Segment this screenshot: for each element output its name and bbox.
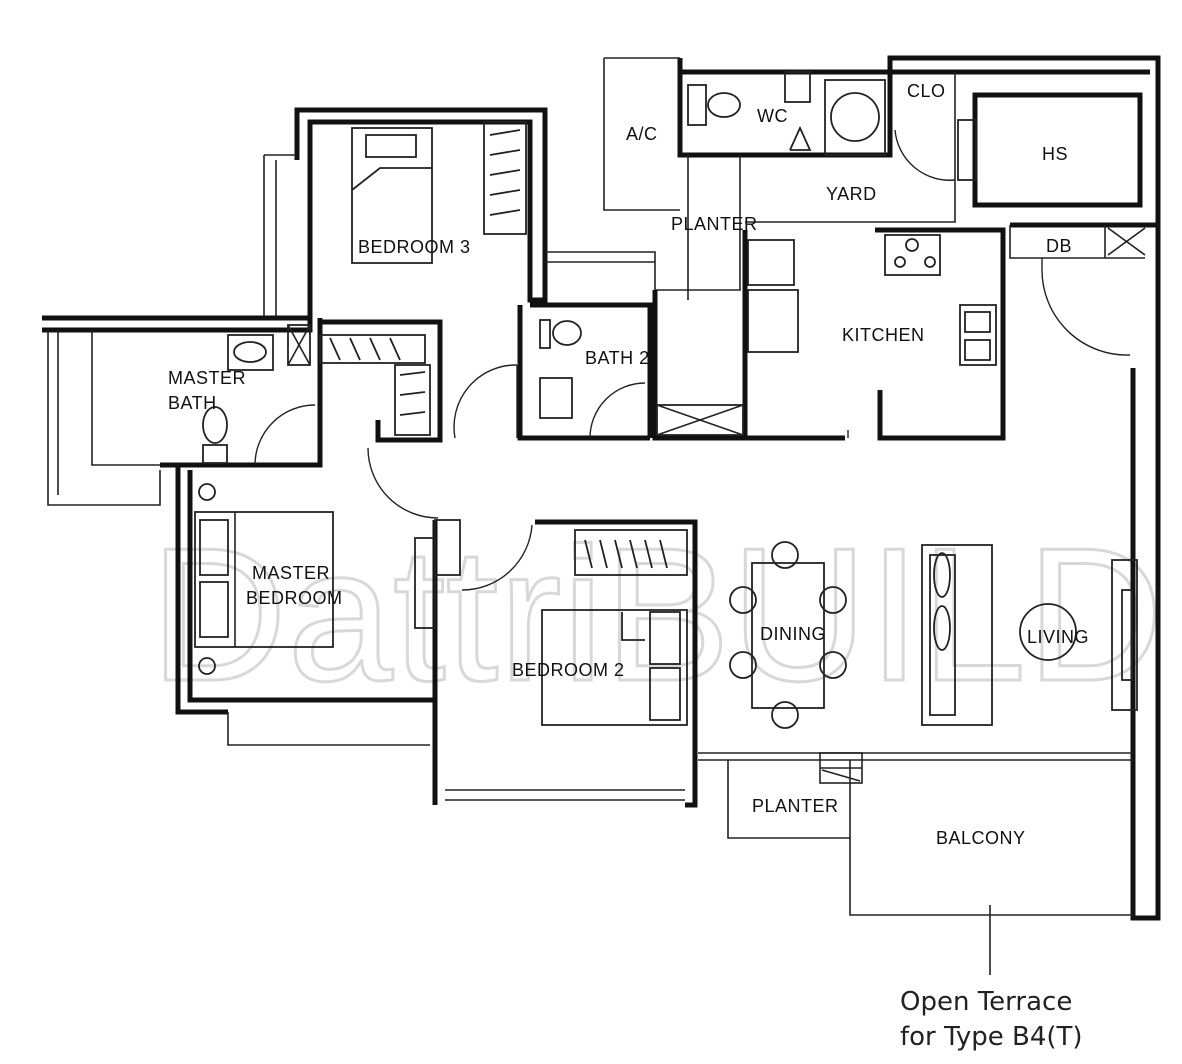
walls (42, 55, 1161, 921)
label-master-bath-2: BATH (168, 393, 217, 413)
label-master-bedroom-1: MASTER (252, 563, 330, 583)
label-db: DB (1046, 236, 1072, 256)
bath2-wall (517, 305, 650, 441)
label-clo: CLO (907, 81, 946, 101)
kitchen-left-wall (742, 230, 845, 441)
label-bath2: BATH 2 (585, 348, 650, 368)
bedroom2-wall (535, 519, 698, 750)
master-bedroom-wall (187, 470, 435, 703)
room-labels: A/C WC CLO HS YARD PLANTER DB BEDROOM 3 … (168, 81, 1089, 848)
label-balcony: BALCONY (936, 828, 1026, 848)
bedroom3-wall (294, 107, 548, 318)
label-master-bedroom-2: BEDROOM (246, 588, 343, 608)
shaft-wall (652, 290, 748, 441)
bath2-inner-wall (530, 302, 653, 438)
master-bath-top-wall (42, 315, 313, 333)
label-dining: DINING (760, 624, 826, 644)
label-bedroom3: BEDROOM 3 (358, 237, 471, 257)
right-exterior-wall (1130, 225, 1161, 921)
service-block-wall (677, 55, 1161, 225)
label-master-bath-1: MASTER (168, 368, 246, 388)
label-hs: HS (1042, 144, 1068, 164)
label-living: LIVING (1027, 627, 1089, 647)
doors (254, 129, 1131, 591)
kitchen-wall (875, 227, 1006, 441)
watermark: DattriBUILD (149, 508, 1166, 723)
label-planter-bottom: PLANTER (752, 796, 839, 816)
fixtures (194, 71, 1146, 729)
note-line-2: for Type B4(T) (900, 1022, 1083, 1052)
label-yard: YARD (826, 184, 877, 204)
label-wc: WC (757, 106, 788, 126)
master-bath-wall (160, 318, 323, 468)
terrace-note: Open Terrace for Type B4(T) (900, 905, 1083, 1052)
label-planter-top: PLANTER (671, 214, 758, 234)
label-kitchen: KITCHEN (842, 325, 925, 345)
label-bedroom2: BEDROOM 2 (512, 660, 625, 680)
note-line-1: Open Terrace (900, 987, 1072, 1017)
wardrobe-wall (317, 319, 443, 443)
label-ac: A/C (626, 124, 658, 144)
watermark-text: DattriBUILD (150, 509, 1164, 721)
master-bedroom-left-wall (175, 465, 228, 715)
